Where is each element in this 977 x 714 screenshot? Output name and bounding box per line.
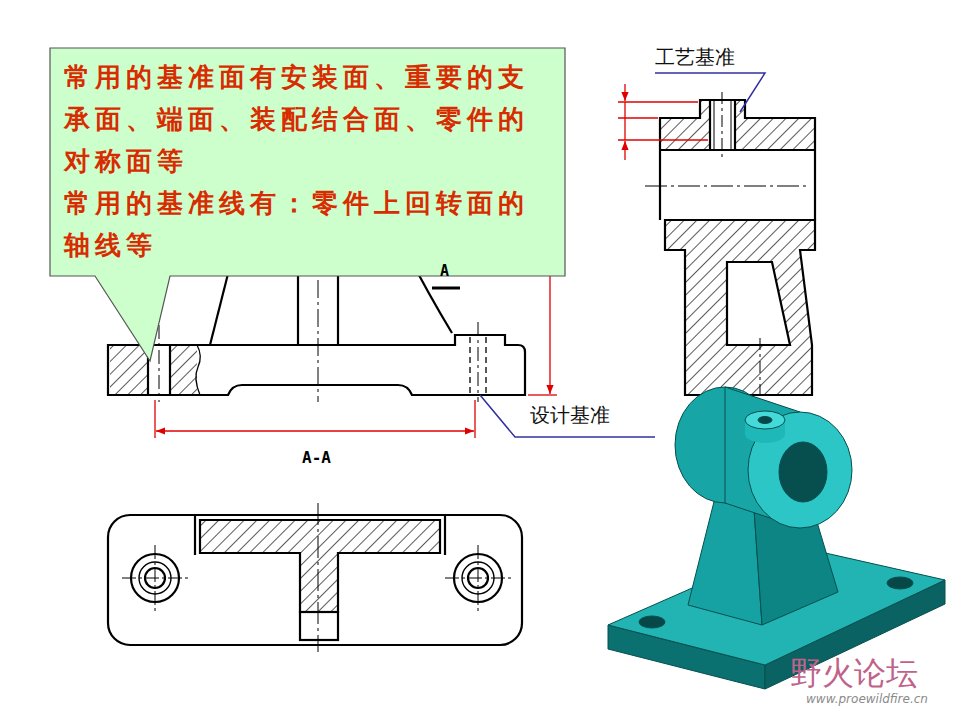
datum-leader bbox=[655, 73, 765, 112]
datum-label: 工艺基准 bbox=[655, 44, 735, 71]
callout-text: 常用的基准线有：零件上回转面的轴线等 bbox=[64, 182, 555, 266]
side-dimensions bbox=[618, 84, 708, 160]
watermark-url: www.proewildfire.cn bbox=[806, 692, 928, 706]
callout-text: 常用的基准面有安装面、重要的支承面、端面、装配结合面、零件的对称面等 bbox=[64, 56, 555, 182]
callout-box: 常用的基准面有安装面、重要的支承面、端面、装配结合面、零件的对称面等常用的基准线… bbox=[50, 48, 565, 276]
bracket-3d-render bbox=[608, 387, 945, 689]
datum-label: 设计基准 bbox=[530, 402, 610, 429]
watermark: 野火论坛 bbox=[790, 652, 918, 696]
datum-leader bbox=[480, 395, 655, 437]
side-view bbox=[645, 92, 815, 402]
front-dimensions bbox=[155, 262, 557, 438]
section-mark: A bbox=[440, 262, 449, 280]
callout-outline bbox=[50, 48, 565, 361]
section-view bbox=[108, 503, 522, 652]
view-label: A-A bbox=[302, 448, 331, 467]
